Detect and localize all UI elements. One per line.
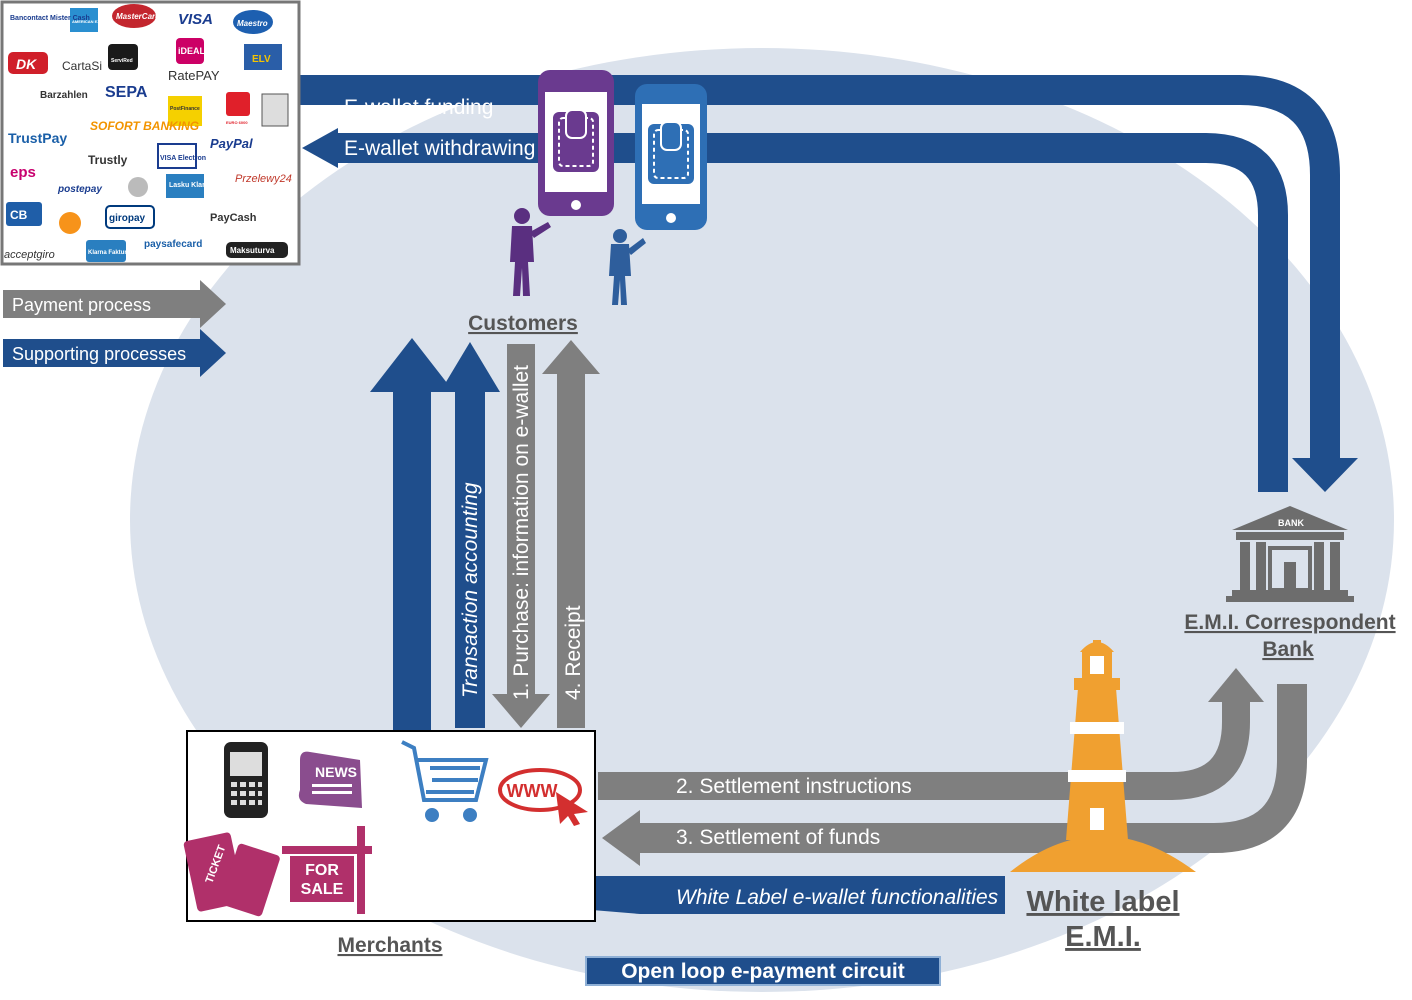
white-label-functionalities-label: White Label e-wallet functionalities — [676, 886, 999, 909]
footer-label-box — [585, 956, 941, 986]
settlement-funds-arrow — [602, 684, 1307, 866]
sofort-logo: SOFORT BANKING — [90, 119, 199, 133]
bancontact-logo: Bancontact Mister Cash — [10, 15, 90, 22]
klarna-logo: Klarna Faktura — [88, 250, 131, 256]
customer-person-icon — [510, 208, 551, 296]
mastercard-logo-icon — [112, 4, 156, 28]
dk-logo-icon — [8, 52, 48, 74]
amex-logo-icon — [70, 8, 98, 32]
postfinance-logo: PostFinance — [170, 106, 200, 112]
lasku-logo: Lasku Klarna — [169, 182, 213, 189]
mastercard-logo: MasterCard — [116, 12, 161, 21]
acceptgiro-logo: acceptgiro — [4, 249, 55, 261]
cartasi-logo: CartaSi — [62, 59, 102, 73]
purple-phone-icon — [538, 70, 614, 216]
legend-payment-process-label: Payment process — [12, 295, 151, 315]
elv-logo-icon — [244, 44, 282, 70]
ec-logo-icon — [261, 93, 289, 127]
blue-phone-icon — [635, 84, 707, 230]
purchase-label: 1. Purchase: information on e-wallet — [510, 365, 533, 700]
smartphone-icon — [224, 742, 268, 818]
amex-logo: AMERICAN EXPRESS — [72, 19, 114, 24]
for-sale-text-2: SALE — [301, 881, 344, 898]
purchase-arrow — [492, 344, 550, 728]
giropay-logo: giropay — [109, 213, 146, 224]
visa-logo: VISA — [178, 11, 213, 28]
lighthouse-icon — [1010, 640, 1196, 872]
bank-sign-label: BANK — [1278, 518, 1304, 528]
visa-electron-logo: VISA Electron — [160, 155, 206, 162]
visa-electron-logo-icon — [157, 143, 197, 169]
ewallet-withdrawing-label: E-wallet withdrawing — [344, 137, 535, 160]
maestro-logo: Maestro — [237, 19, 268, 28]
euro6000-logo-icon — [226, 92, 250, 116]
white-label-functionalities-band — [592, 876, 1005, 914]
white-label-emi-line2: E.M.I. — [1065, 921, 1141, 953]
paysafecard-logo: paysafecard — [144, 239, 202, 250]
receipt-label: 4. Receipt — [562, 605, 585, 700]
servired-logo-icon — [108, 44, 138, 70]
bank-label-line2: Bank — [1262, 638, 1314, 661]
transaction-accounting-label: Transaction accounting — [459, 482, 482, 698]
maestro-logo-icon — [233, 10, 273, 34]
ewallet-withdrawing-arrow — [302, 128, 1288, 492]
bank-label-line1: E.M.I. Correspondent — [1184, 611, 1395, 634]
klarna-logo-icon — [86, 240, 126, 262]
przelewy24-logo: Przelewy24 — [235, 173, 292, 185]
news-icon-text: NEWS — [315, 764, 357, 780]
merchant-to-customer-arrow — [370, 338, 454, 760]
ideal-logo-icon — [176, 38, 204, 64]
barzahlen-logo: Barzahlen — [40, 90, 88, 101]
for-sale-sign-icon — [282, 826, 372, 914]
settlement-funds-label: 3. Settlement of funds — [676, 826, 880, 849]
newspaper-icon — [298, 751, 362, 808]
postepay-logo: postepay — [57, 184, 102, 195]
customer-person-icon — [609, 229, 646, 305]
maksuturva-logo: Maksuturva — [230, 246, 275, 255]
ewallet-funding-label: E-wallet funding — [344, 96, 493, 119]
shopping-cart-icon — [401, 740, 489, 822]
receipt-arrow — [542, 340, 600, 728]
postfinance-logo-icon — [168, 96, 202, 126]
www-icon — [498, 768, 588, 826]
legend-supporting-processes-arrow — [3, 329, 226, 377]
paycash-logo: PayCash — [210, 212, 257, 224]
cb-logo-icon — [6, 202, 42, 226]
for-sale-text-1: FOR — [305, 862, 339, 879]
lasku-logo-icon — [166, 174, 204, 198]
footer-label: Open loop e-payment circuit — [621, 960, 905, 983]
maksuturva-logo-icon — [226, 242, 288, 258]
customers-label: Customers — [468, 312, 578, 335]
transaction-accounting-arrow — [440, 342, 500, 728]
bank-building-icon — [1226, 506, 1354, 602]
servired-logo: ServiRed — [111, 58, 133, 64]
cb-logo: CB — [10, 208, 28, 222]
sepa-logo: SEPA — [105, 84, 148, 101]
legend-payment-process-arrow — [3, 280, 226, 328]
trustpay-logo: TrustPay — [8, 130, 67, 146]
bitcoin-logo-icon — [59, 212, 81, 234]
legend-supporting-processes-label: Supporting processes — [12, 344, 186, 364]
settlement-instructions-label: 2. Settlement instructions — [676, 775, 912, 798]
paypal-logo: PayPal — [210, 136, 253, 151]
eps-logo: eps — [10, 164, 36, 181]
trustly-logo: Trustly — [88, 153, 128, 167]
white-label-emi-line1: White label — [1026, 886, 1179, 918]
elv-logo: ELV — [252, 54, 271, 65]
dk-logo: DK — [16, 56, 37, 72]
www-icon-text: WWW — [507, 781, 558, 801]
giropay-logo-icon — [105, 205, 155, 229]
settlement-instructions-arrow — [598, 668, 1264, 800]
ideal-logo: iDEAL — [178, 46, 206, 56]
coin-logo-icon — [128, 177, 148, 197]
ewallet-funding-arrow — [300, 75, 1358, 492]
tickets-icon — [183, 832, 280, 917]
ratepay-logo: RatePAY — [168, 68, 220, 83]
merchants-label: Merchants — [337, 934, 442, 957]
euro6000-logo: EURO 6000 — [226, 120, 248, 125]
